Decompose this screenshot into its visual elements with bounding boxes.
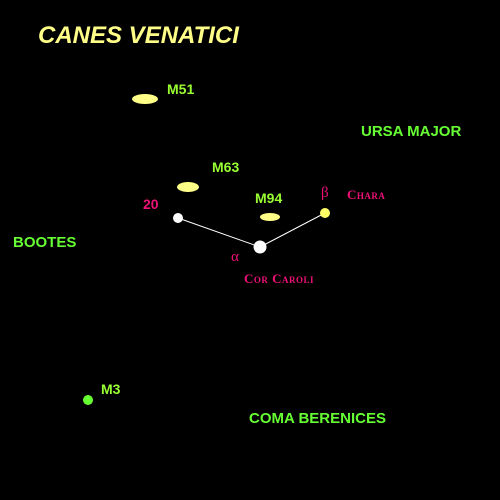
constellation-line-cor-caroli-chara xyxy=(259,212,326,248)
m94-label: M94 xyxy=(255,190,283,206)
star-cor-caroli-mark xyxy=(253,240,267,254)
chara-label: Chara xyxy=(347,187,386,202)
constellation-line-20-cor-caroli xyxy=(177,217,261,248)
cor-caroli-greek-label: α xyxy=(231,249,239,265)
galaxy-m94-mark xyxy=(260,213,280,221)
m51-label: M51 xyxy=(167,81,195,97)
star-20-label: 20 xyxy=(143,196,159,212)
cluster-m3-mark xyxy=(83,395,93,405)
cor-caroli-label: Cor Caroli xyxy=(244,271,315,286)
galaxy-m63-mark xyxy=(177,182,199,192)
chara-greek-label: β xyxy=(321,185,329,201)
galaxy-m51-mark xyxy=(132,94,158,104)
m3-label: M3 xyxy=(101,381,121,397)
m63-label: M63 xyxy=(212,159,240,175)
star-chara-mark xyxy=(320,208,330,218)
star-20-mark xyxy=(173,213,183,223)
chart-title: CANES VENATICI xyxy=(38,22,239,49)
coma-berenices-label: COMA BERENICES xyxy=(249,410,386,427)
bootes-label: BOOTES xyxy=(13,234,77,251)
ursa-major-label: URSA MAJOR xyxy=(361,123,462,140)
